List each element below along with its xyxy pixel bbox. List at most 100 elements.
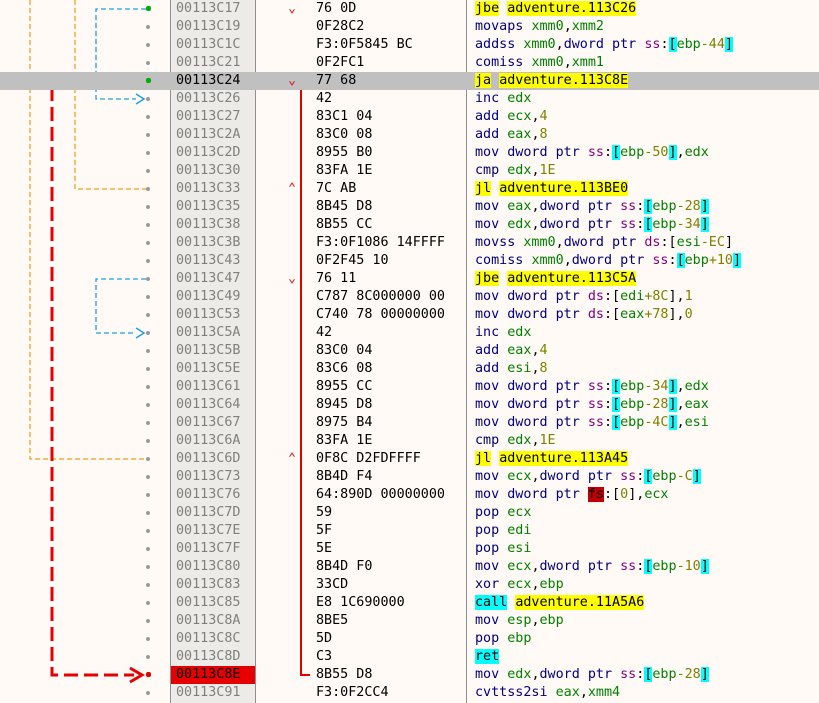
breakpoint-dot-icon[interactable] bbox=[146, 115, 150, 119]
breakpoint-dot-icon[interactable] bbox=[146, 295, 150, 299]
row-address[interactable]: 00113C3B bbox=[176, 235, 241, 250]
breakpoint-dot-icon[interactable] bbox=[146, 61, 150, 65]
row-address[interactable]: 00113C73 bbox=[176, 469, 241, 484]
row-address[interactable]: 00113C91 bbox=[176, 685, 241, 700]
breakpoint-dot-icon[interactable] bbox=[146, 277, 150, 281]
row-address[interactable]: 00113C67 bbox=[176, 415, 241, 430]
breakpoint-dot-icon[interactable] bbox=[146, 672, 151, 677]
row-address[interactable]: 00113C6D bbox=[176, 451, 241, 466]
instruction-token[interactable]: adventure.113C8E bbox=[499, 73, 629, 88]
row-address[interactable]: 00113C35 bbox=[176, 199, 241, 214]
breakpoint-dot-icon[interactable] bbox=[146, 349, 150, 353]
row-address[interactable]: 00113C49 bbox=[176, 289, 241, 304]
breakpoint-dot-icon[interactable] bbox=[146, 169, 150, 173]
row-address[interactable]: 00113C8E bbox=[171, 666, 255, 684]
row-address[interactable]: 00113C7E bbox=[176, 523, 241, 538]
row-address[interactable]: 00113C6A bbox=[176, 433, 241, 448]
breakpoint-dot-icon[interactable] bbox=[146, 259, 150, 263]
breakpoint-dot-icon[interactable] bbox=[146, 637, 150, 641]
breakpoint-dot-icon[interactable] bbox=[146, 691, 150, 695]
breakpoint-dot-icon[interactable] bbox=[146, 223, 150, 227]
instruction-token[interactable]: adventure.113C5A bbox=[507, 271, 637, 286]
breakpoint-dot-icon[interactable] bbox=[146, 241, 150, 245]
row-address[interactable]: 00113C8C bbox=[176, 631, 241, 646]
breakpoint-dot-icon[interactable] bbox=[146, 187, 150, 191]
row-address[interactable]: 00113C7D bbox=[176, 505, 241, 520]
row-address[interactable]: 00113C8D bbox=[176, 649, 241, 664]
breakpoint-dot-icon[interactable] bbox=[146, 439, 150, 443]
row-address[interactable]: 00113C27 bbox=[176, 109, 241, 124]
row-address[interactable]: 00113C1C bbox=[176, 37, 241, 52]
breakpoint-dot-icon[interactable] bbox=[146, 529, 150, 533]
breakpoint-dot-icon[interactable] bbox=[146, 493, 150, 497]
row-address[interactable]: 00113C5B bbox=[176, 343, 241, 358]
breakpoint-dot-icon[interactable] bbox=[146, 457, 150, 461]
breakpoint-dot-icon[interactable] bbox=[146, 583, 150, 587]
breakpoint-dot-icon[interactable] bbox=[146, 97, 150, 101]
breakpoint-dot-icon[interactable] bbox=[146, 367, 150, 371]
row-address[interactable]: 00113C38 bbox=[176, 217, 241, 232]
breakpoint-dot-icon[interactable] bbox=[146, 25, 150, 29]
breakpoint-dot-icon[interactable] bbox=[146, 403, 150, 407]
row-address[interactable]: 00113C43 bbox=[176, 253, 241, 268]
row-address[interactable]: 00113C83 bbox=[176, 577, 241, 592]
breakpoint-dot-icon[interactable] bbox=[146, 655, 150, 659]
row-address[interactable]: 00113C19 bbox=[176, 19, 241, 34]
breakpoint-dot-icon[interactable] bbox=[146, 313, 150, 317]
breakpoint-dot-icon[interactable] bbox=[146, 385, 150, 389]
breakpoint-dot-icon[interactable] bbox=[146, 511, 150, 515]
row-address[interactable]: 00113C85 bbox=[176, 595, 241, 610]
instruction-token[interactable]: adventure.113BE0 bbox=[499, 181, 629, 196]
breakpoint-dot-icon[interactable] bbox=[146, 331, 150, 335]
breakpoint-dot-icon[interactable] bbox=[146, 475, 150, 479]
breakpoint-dot-icon[interactable] bbox=[146, 421, 150, 425]
row-address[interactable]: 00113C47 bbox=[176, 271, 241, 286]
row-address[interactable]: 00113C5E bbox=[176, 361, 241, 376]
instruction-token[interactable]: adventure.113A45 bbox=[499, 451, 629, 466]
row-address[interactable]: 00113C30 bbox=[176, 163, 241, 178]
breakpoint-dot-icon[interactable] bbox=[146, 205, 150, 209]
breakpoint-dot-icon[interactable] bbox=[146, 43, 150, 47]
row-address[interactable]: 00113C26 bbox=[176, 91, 241, 106]
row-address[interactable]: 00113C61 bbox=[176, 379, 241, 394]
instruction-token[interactable]: adventure.113C26 bbox=[507, 1, 637, 16]
row-address[interactable]: 00113C64 bbox=[176, 397, 241, 412]
breakpoint-dot-icon[interactable] bbox=[146, 619, 150, 623]
row-address[interactable]: 00113C76 bbox=[176, 487, 241, 502]
row-address[interactable]: 00113C2D bbox=[176, 145, 241, 160]
row-address[interactable]: 00113C21 bbox=[176, 55, 241, 70]
